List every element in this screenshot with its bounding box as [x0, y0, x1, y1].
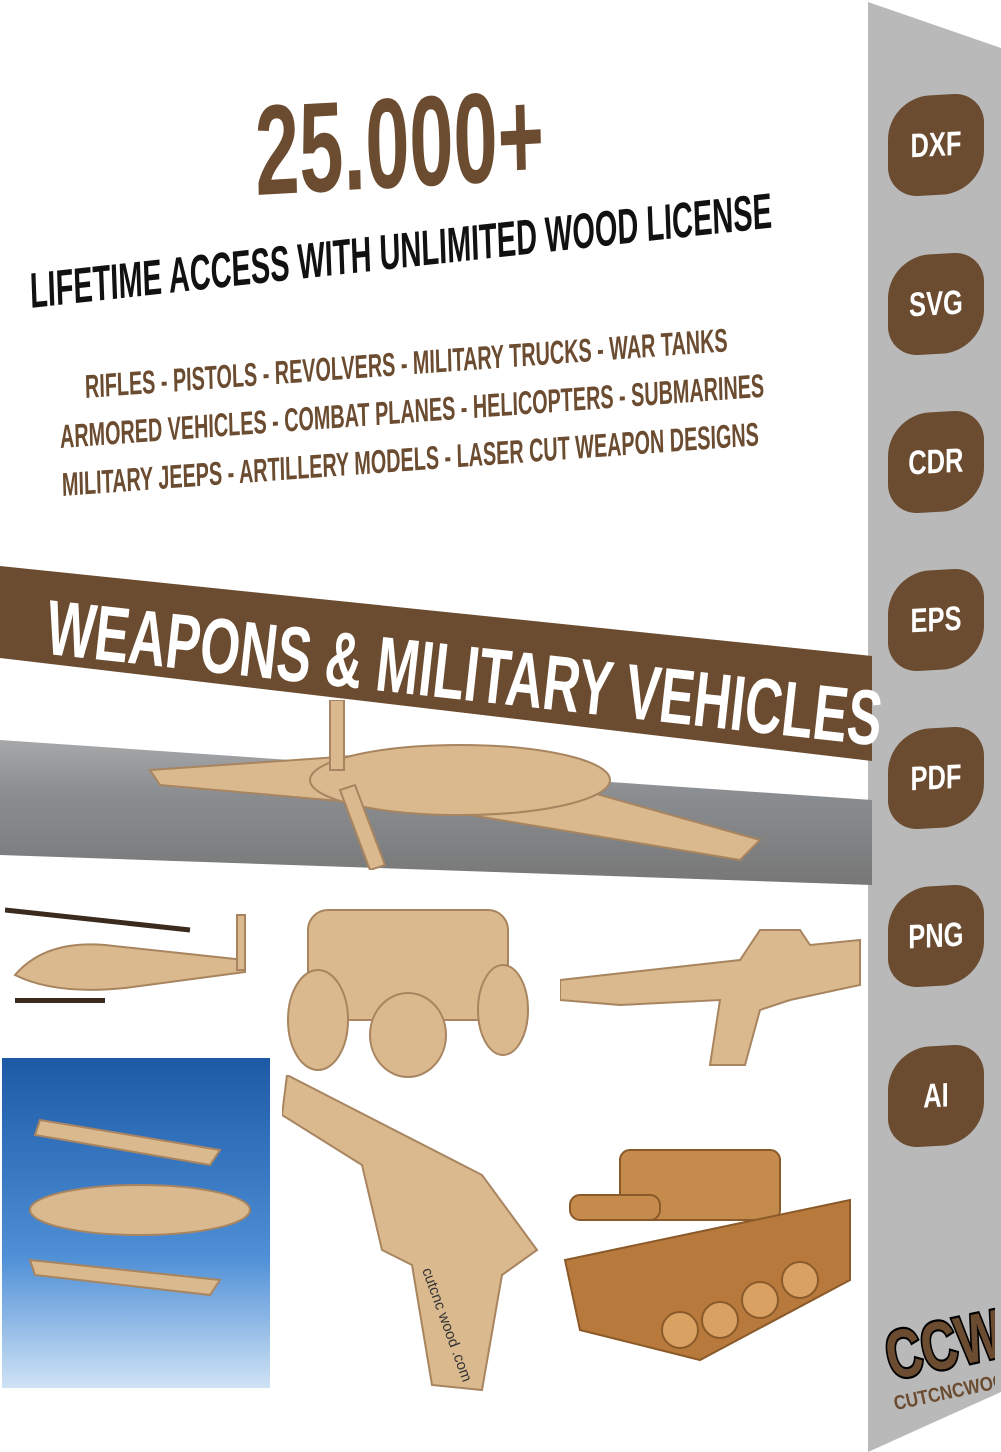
wooden-plane-image: [148, 700, 762, 870]
tank-image: [563, 1149, 851, 1362]
format-badge-png: PNG: [888, 883, 984, 989]
seaplane-image: [28, 1118, 251, 1297]
format-badge-eps: EPS: [888, 567, 984, 673]
quad-bike-image: [287, 909, 529, 1078]
brand-logo: CCW CUTCNCWOOD: [880, 1293, 995, 1415]
headline: 25.000+: [253, 63, 546, 223]
format-badge-ai: AI: [888, 1043, 984, 1149]
pistol-image: cutcnc wood .com: [282, 1075, 539, 1392]
format-badge-cdr: CDR: [888, 409, 984, 515]
rifle-image: [560, 929, 861, 1066]
box-side: [868, 2, 1001, 1452]
format-badge-svg: SVG: [888, 251, 984, 357]
format-badge-dxf: DXF: [888, 92, 984, 198]
format-badge-pdf: PDF: [888, 725, 984, 831]
helicopter-image: [5, 907, 246, 1003]
